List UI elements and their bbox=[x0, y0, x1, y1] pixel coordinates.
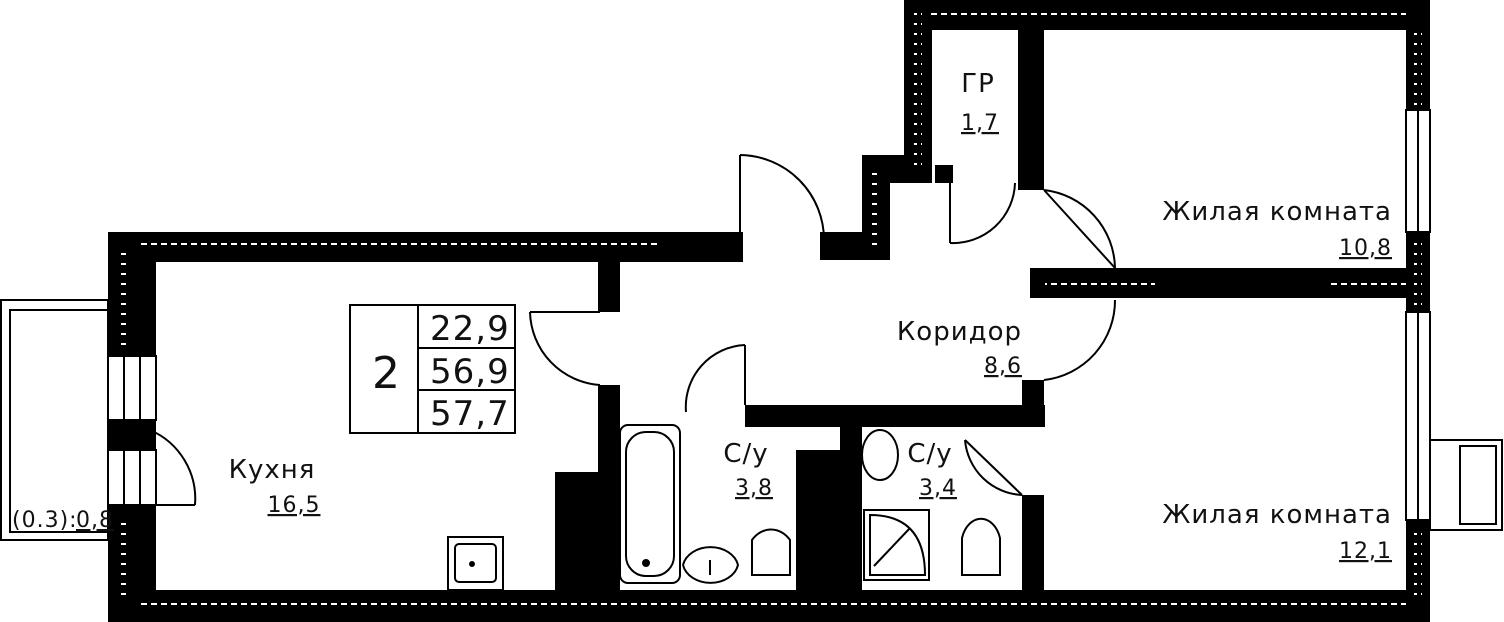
doors bbox=[149, 154, 1117, 506]
legend-total-balcony-area: 57,7 bbox=[430, 394, 510, 434]
room-name-living-2: Жилая комната bbox=[1162, 500, 1392, 530]
room-name-bath-2: С/у bbox=[907, 439, 952, 469]
toilet-2 bbox=[961, 517, 1001, 576]
room-area-corridor: 8,6 bbox=[984, 354, 1022, 379]
room-area-kitchen: 16,5 bbox=[268, 493, 321, 518]
kitchen-sink bbox=[447, 536, 504, 591]
interior-hatching bbox=[1045, 279, 1406, 287]
outdoor-unit bbox=[1429, 439, 1503, 531]
area-legend bbox=[349, 304, 516, 434]
room-name-bath-1: С/у bbox=[723, 439, 768, 469]
bathtub bbox=[619, 424, 681, 584]
balcony bbox=[0, 299, 109, 541]
balcony-area: 0,8 bbox=[76, 508, 114, 533]
room-area-bath-1: 3,8 bbox=[735, 476, 773, 501]
toilet bbox=[751, 528, 791, 576]
legend-total-area: 56,9 bbox=[430, 352, 510, 392]
room-area-living-1: 10,8 bbox=[1339, 236, 1392, 261]
wall-hatching bbox=[118, 10, 1422, 608]
room-name-wardrobe: ГР bbox=[961, 69, 995, 99]
shower bbox=[863, 509, 930, 581]
room-name-living-1: Жилая комната bbox=[1162, 197, 1392, 227]
fixtures bbox=[447, 424, 1001, 591]
legend-living-area: 22,9 bbox=[430, 309, 510, 349]
room-name-kitchen: Кухня bbox=[229, 455, 316, 485]
room-area-bath-2: 3,4 bbox=[919, 476, 957, 501]
windows bbox=[107, 109, 1431, 521]
sink-2 bbox=[861, 429, 899, 481]
balcony-coefficient: (0.3): bbox=[12, 508, 78, 533]
sink bbox=[682, 546, 740, 584]
room-name-corridor: Коридор bbox=[897, 317, 1022, 347]
room-area-wardrobe: 1,7 bbox=[961, 111, 999, 136]
legend-rooms-count: 2 bbox=[372, 348, 401, 399]
room-area-living-2: 12,1 bbox=[1339, 539, 1392, 564]
